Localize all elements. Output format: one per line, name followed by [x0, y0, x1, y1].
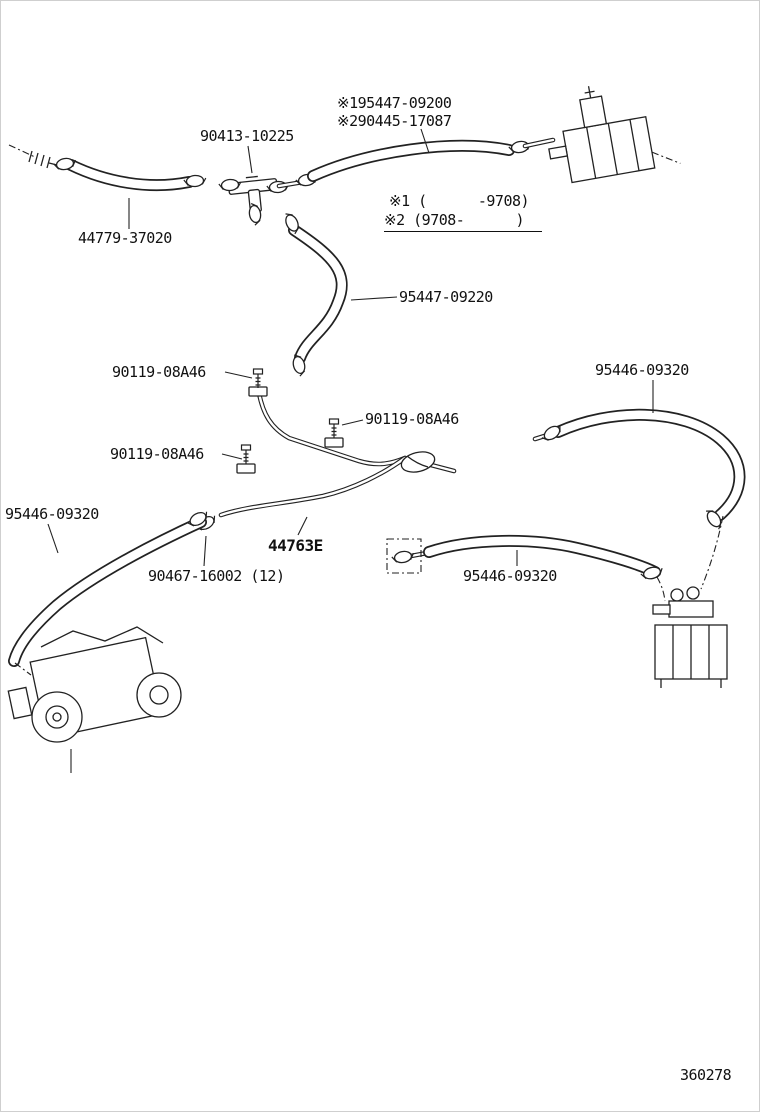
component-bottom-right-art [652, 586, 728, 688]
part-label-90119-08A46-1: 90119-08A46 [112, 363, 206, 381]
part-label-90119-08A46-2: 90119-08A46 [365, 410, 459, 428]
part-label-95446-09320-right: 95446-09320 [595, 361, 689, 379]
part-label-90413-10225: 90413-10225 [200, 127, 294, 145]
leader-lines [47, 128, 654, 567]
part-label-95447-09220: 95447-09220 [399, 288, 493, 306]
hose-right-95446-art [532, 408, 746, 521]
engine-art [7, 626, 182, 773]
diagram-number: 360278 [680, 1066, 732, 1084]
part-label-95446-09320-bottom: 95446-09320 [463, 567, 557, 585]
part-label-44779-37020: 44779-37020 [78, 229, 172, 247]
hose-95447-09220-art [288, 224, 348, 364]
part-label-90467-16002: 90467-16002 (12) [148, 567, 285, 585]
component-top-right-art [548, 86, 681, 184]
note-applicability-1: ※1 ( -9708) [389, 192, 530, 210]
part-label-90119-08A46-3: 90119-08A46 [110, 445, 204, 463]
note-applicability-2: ※2 (9708- ) [384, 212, 542, 232]
part-label-44763E: 44763E [268, 536, 323, 555]
hose-top-right-art [307, 139, 515, 182]
hose-bottom-95446-art [408, 534, 661, 578]
part-label-90445-17087-ref: ※290445-17087 [337, 112, 452, 130]
hose-left-95446-art [8, 516, 207, 667]
part-label-95447-09200-ref: ※195447-09200 [337, 94, 452, 112]
pipe-assembly-44763E-art [218, 386, 457, 518]
hose-44779-37020-art [65, 159, 195, 192]
part-label-95446-09320-left: 95446-09320 [5, 505, 99, 523]
